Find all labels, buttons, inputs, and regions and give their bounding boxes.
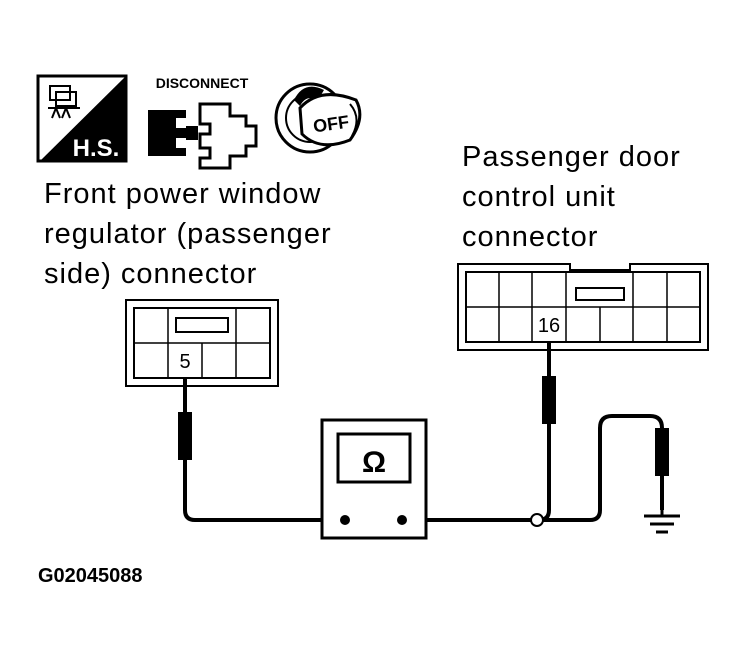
- hs-icon: H.S.: [36, 74, 128, 163]
- figure-id: G02045088: [38, 565, 143, 587]
- ohm-symbol: Ω: [362, 446, 386, 479]
- left-pin-number: 5: [179, 351, 190, 373]
- left-connector: 5: [125, 299, 279, 387]
- ignition-key-off-icon: OFF: [274, 82, 362, 154]
- right-connector: 16: [457, 263, 709, 351]
- left-probe: [178, 412, 192, 460]
- key-off-label: OFF: [312, 112, 350, 137]
- svg-text:control unit: control unit: [462, 181, 616, 213]
- svg-text:side) connector: side) connector: [44, 258, 257, 290]
- right-probe: [542, 376, 556, 424]
- disconnect-label: DISCONNECT: [156, 75, 249, 91]
- left-connector-label: Front power window regulator (passenger …: [44, 178, 332, 290]
- svg-text:Passenger door: Passenger door: [462, 141, 681, 173]
- svg-text:connector: connector: [462, 221, 598, 253]
- right-pin-number: 16: [538, 315, 560, 337]
- ohmmeter: Ω: [320, 418, 428, 540]
- ground-probe: [655, 428, 669, 476]
- wire-junction: [530, 513, 544, 527]
- disconnect-icon: DISCONNECT: [148, 75, 258, 170]
- svg-text:regulator (passenger: regulator (passenger: [44, 218, 332, 250]
- svg-text:Front power window: Front power window: [44, 178, 322, 210]
- right-connector-label: Passenger door control unit connector: [462, 141, 681, 253]
- ground-icon: [644, 506, 680, 534]
- hs-label: H.S.: [73, 135, 120, 162]
